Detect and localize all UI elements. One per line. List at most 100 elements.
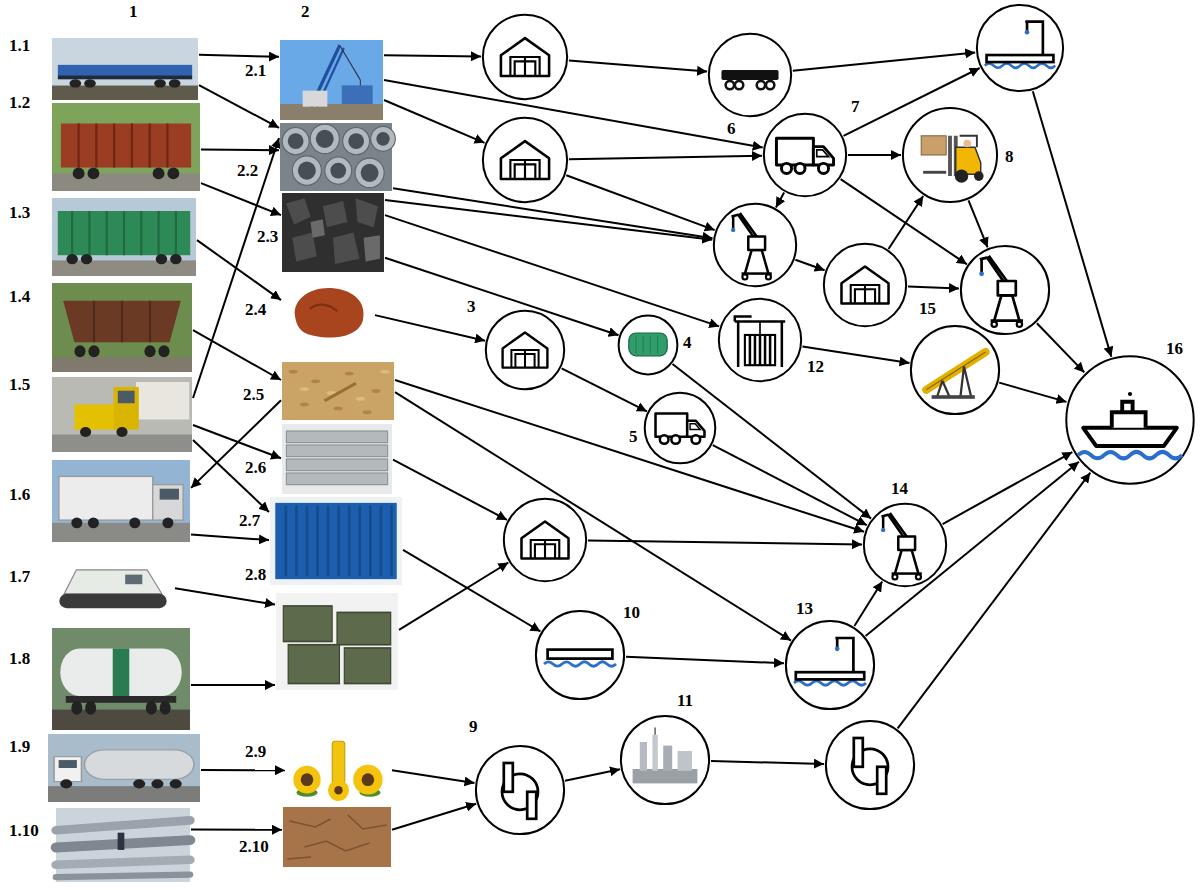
photo-node: 2.7 [270, 497, 402, 585]
graphic-part [170, 779, 182, 788]
graphic-part [510, 57, 539, 76]
process-circle [825, 720, 915, 810]
flow-arrow [395, 392, 791, 640]
callout-number: 9 [468, 718, 479, 736]
graphic-part [52, 103, 200, 191]
graphic-part [61, 124, 191, 168]
graphic-part [74, 345, 85, 357]
flow-arrow [776, 193, 784, 208]
graphic-part [160, 701, 171, 715]
process-icon [1065, 355, 1195, 485]
callout-number: 1.6 [8, 486, 31, 504]
graphic-part [786, 621, 874, 709]
flow-arrow [384, 80, 763, 148]
graphic-part [286, 431, 387, 485]
graphic-part [992, 322, 1023, 327]
graphic-part [719, 299, 801, 381]
graphic-part [882, 516, 885, 528]
graphic-part [731, 213, 756, 237]
photo-illustration [282, 193, 384, 272]
process-icon [910, 325, 1000, 415]
flow-arrow [588, 541, 862, 545]
graphic-part [961, 246, 1049, 334]
graphic-part [979, 271, 984, 276]
graphic-part [332, 741, 345, 784]
graphic-part [295, 288, 364, 338]
graphic-part [652, 735, 657, 771]
graphic-part [52, 460, 190, 542]
flow-arrow [848, 154, 901, 156]
graphic-part [286, 445, 387, 457]
graphic-part [363, 410, 372, 414]
graphic-part [58, 75, 192, 79]
process-circle: 15 [910, 325, 1000, 415]
process-circle [482, 14, 568, 100]
graphic-part [298, 162, 316, 180]
callout-number: 2.10 [238, 838, 270, 856]
photo-illustration [282, 277, 374, 345]
graphic-part [270, 497, 402, 585]
graphic-part [133, 779, 145, 788]
graphic-part [328, 780, 349, 801]
graphic-part [63, 301, 181, 343]
photo-node: 1.10 [56, 808, 190, 882]
graphic-part [372, 389, 381, 393]
graphic-part [293, 766, 320, 794]
callout-number: 14 [890, 480, 909, 498]
photo-illustration [52, 460, 190, 542]
flow-arrow [201, 149, 279, 152]
graphic-part [54, 757, 81, 782]
photo-illustration [286, 737, 391, 801]
graphic-part [992, 322, 997, 327]
flow-arrow [191, 684, 275, 686]
graphic-part [286, 737, 391, 801]
photo-node: 2.8 [276, 593, 398, 690]
callout-number: 1.8 [8, 650, 31, 668]
graphic-part [1128, 392, 1132, 396]
graphic-part [531, 540, 560, 558]
photo-illustration [276, 593, 398, 690]
flow-arrow [711, 761, 824, 764]
graphic-part [381, 370, 390, 374]
flow-arrow [199, 85, 279, 128]
process-circle: 13 [785, 620, 875, 710]
graphic-part [621, 716, 709, 804]
flow-arrow [201, 183, 281, 215]
graphic-part [85, 701, 96, 715]
graphic-part [59, 594, 166, 608]
graphic-part [58, 65, 192, 75]
graphic-part [692, 435, 701, 444]
flow-arrow [199, 55, 279, 57]
graphic-part [60, 648, 181, 696]
graphic-part [731, 228, 735, 232]
callout-number: 2.7 [238, 512, 261, 530]
photo-illustration [52, 377, 192, 452]
photo-illustration [56, 808, 190, 882]
graphic-part [80, 427, 128, 437]
process-circle: 6 [708, 33, 792, 117]
graphic-part [501, 141, 549, 179]
graphic-part [361, 164, 379, 182]
graphic-part [371, 126, 396, 151]
graphic-part [504, 499, 586, 581]
graphic-part [56, 820, 190, 830]
graphic-part [160, 489, 179, 500]
graphic-part [334, 406, 343, 410]
graphic-part [280, 40, 383, 120]
graphic-part [60, 779, 72, 788]
graphic-part [153, 168, 165, 180]
graphic-part [282, 124, 395, 187]
callout-number: 1.7 [8, 568, 31, 586]
process-circle [503, 498, 587, 582]
callout-number: 5 [628, 428, 639, 446]
flow-arrow [1037, 323, 1084, 372]
graphic-part [56, 875, 190, 877]
process-icon [960, 245, 1050, 335]
graphic-part [851, 285, 880, 303]
graphic-part [835, 638, 853, 672]
graphic-part [343, 128, 370, 155]
graphic-part [52, 283, 192, 372]
graphic-part [745, 250, 769, 274]
photo-illustration [52, 553, 174, 625]
graphic-part [288, 645, 339, 684]
